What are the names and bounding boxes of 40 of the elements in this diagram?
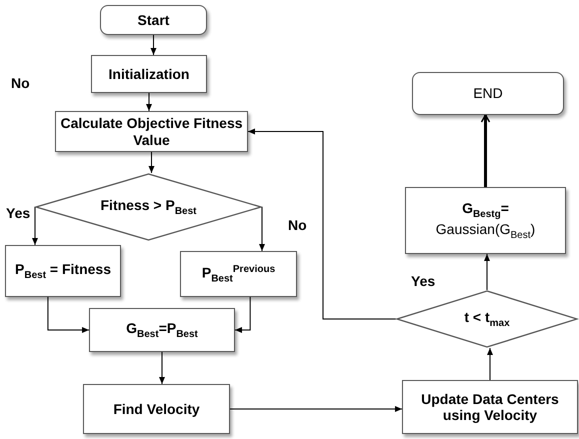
node-text: Find Velocity <box>113 400 200 418</box>
edge-label: Yes <box>5 206 32 222</box>
arrow <box>146 92 152 112</box>
node-text: END <box>473 85 503 102</box>
process-box <box>91 55 207 93</box>
arrow <box>159 352 165 384</box>
arrow <box>150 34 156 56</box>
arrow <box>259 206 265 252</box>
terminal-box <box>100 5 207 35</box>
edge-label: No <box>287 218 308 234</box>
decision-diamond <box>35 173 262 241</box>
arrow <box>248 128 396 320</box>
node-text: Fitness > P$_{Best}$ <box>100 196 196 218</box>
node-text: t < t$_{max}$ <box>464 308 510 330</box>
branch-label: No <box>10 76 31 92</box>
node-text: Calculate Objective Fitness Value <box>60 115 243 148</box>
decision-diamond <box>396 290 578 348</box>
node-text: P$_{Best}$ = Fitness <box>15 260 111 282</box>
arrow <box>487 348 493 380</box>
node-text: Update Data Centers using Velocity <box>420 390 560 424</box>
arrow <box>480 114 490 187</box>
node-text: G$_{Best}$=P$_{Best}$ <box>126 320 198 340</box>
edge-label: Yes <box>410 274 436 290</box>
process-box <box>83 384 230 434</box>
arrow <box>148 152 154 174</box>
node-text: G$_{Bestg}$= <box>462 200 509 220</box>
node-text: Initialization <box>108 66 190 82</box>
process-box <box>5 245 121 297</box>
node-text: Gaussian(G$_{Best}$) <box>436 220 536 241</box>
process-box <box>405 187 566 254</box>
process-box <box>89 308 235 352</box>
arrow <box>32 206 38 246</box>
arrow <box>47 296 90 333</box>
process-box <box>180 251 297 297</box>
arrow <box>230 406 402 412</box>
arrow <box>234 296 251 333</box>
process-box <box>402 380 578 434</box>
terminal-box <box>412 72 564 115</box>
node-text: Start <box>138 12 170 28</box>
arrow <box>484 254 490 290</box>
